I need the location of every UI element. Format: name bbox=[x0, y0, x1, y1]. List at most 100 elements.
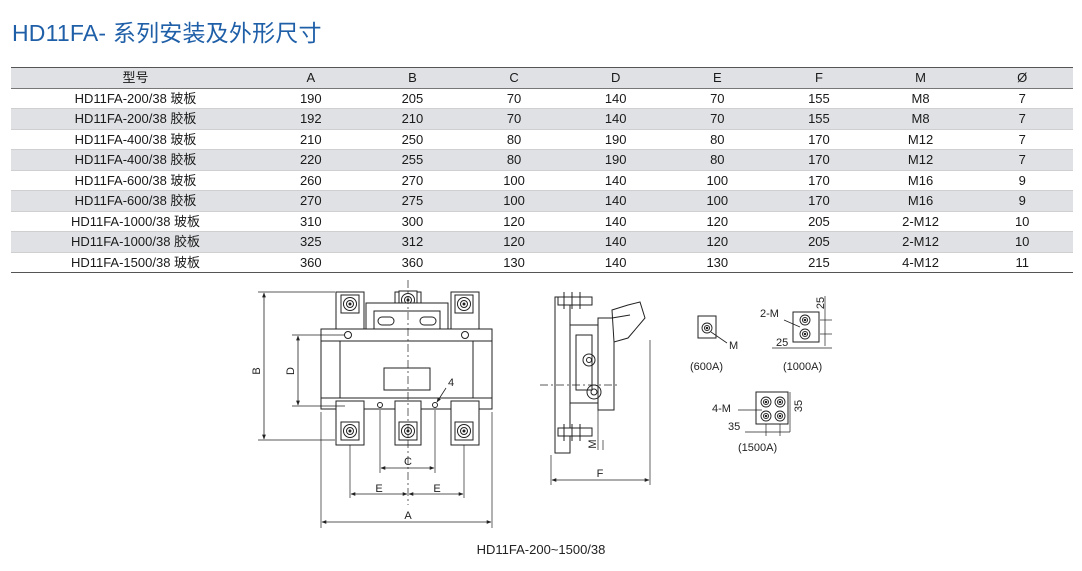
value-cell: 255 bbox=[401, 152, 424, 167]
value-cell: 170 bbox=[808, 131, 830, 147]
value-cell: 210 bbox=[401, 111, 424, 126]
value-cell: 155 bbox=[808, 111, 830, 126]
value-cell: 140 bbox=[604, 90, 627, 106]
value-cell: 170 bbox=[808, 172, 830, 188]
model-cell: HD11FA-1000/38 玻板 bbox=[70, 213, 201, 229]
column-header: B bbox=[408, 70, 417, 85]
front-view bbox=[258, 280, 493, 528]
value-cell: 80 bbox=[710, 152, 725, 167]
model-cell: HD11FA-200/38 玻板 bbox=[74, 90, 197, 106]
value-cell: 270 bbox=[299, 193, 322, 208]
page-title: HD11FA- 系列安装及外形尺寸 bbox=[12, 20, 322, 46]
value-cell: 10 bbox=[1014, 234, 1030, 249]
value-cell: 140 bbox=[604, 111, 627, 126]
value-cell: 312 bbox=[401, 234, 424, 249]
value-cell: 70 bbox=[710, 90, 725, 106]
column-header: E bbox=[712, 70, 722, 85]
value-cell: 80 bbox=[506, 152, 522, 167]
value-cell: 155 bbox=[808, 90, 830, 106]
value-cell: 7 bbox=[1018, 111, 1026, 126]
drawing-caption: HD11FA-200~1500/38 bbox=[477, 542, 606, 557]
dim-label-hole: 4 bbox=[448, 377, 454, 389]
value-cell: 7 bbox=[1018, 152, 1026, 167]
column-header: M bbox=[915, 70, 926, 85]
table-row: HD11FA-400/38 胶板 220 255 80 190 80 170 M12 7 bbox=[11, 149, 1073, 170]
dim-label-e-right: E bbox=[433, 483, 440, 495]
detail-600a bbox=[697, 315, 728, 344]
detail-1000a-label: 2-M bbox=[760, 308, 779, 320]
value-cell: 120 bbox=[503, 213, 525, 229]
value-cell: 215 bbox=[808, 254, 830, 270]
value-cell: 220 bbox=[299, 152, 322, 167]
value-cell: 80 bbox=[506, 131, 522, 147]
value-cell: 190 bbox=[604, 131, 627, 147]
model-cell: HD11FA-1000/38 胶板 bbox=[70, 234, 201, 249]
dim-label-a: A bbox=[404, 510, 412, 522]
value-cell: 210 bbox=[299, 131, 322, 147]
value-cell: 140 bbox=[604, 172, 627, 188]
detail-1000a-caption: (1000A) bbox=[783, 361, 822, 373]
detail-1000a bbox=[772, 296, 832, 349]
value-cell: M12 bbox=[907, 152, 934, 167]
detail-1500a-caption: (1500A) bbox=[738, 442, 777, 454]
value-cell: 7 bbox=[1018, 90, 1026, 106]
value-cell: 70 bbox=[506, 111, 522, 126]
dim-label-m: M bbox=[587, 439, 599, 448]
value-cell: 100 bbox=[503, 172, 525, 188]
value-cell: 360 bbox=[299, 254, 322, 270]
value-cell: 260 bbox=[299, 172, 322, 188]
value-cell: 275 bbox=[401, 193, 424, 208]
value-cell: 205 bbox=[401, 90, 424, 106]
value-cell: 250 bbox=[401, 131, 424, 147]
column-header: 型号 bbox=[122, 70, 149, 85]
value-cell: M12 bbox=[907, 131, 934, 147]
model-cell: HD11FA-200/38 胶板 bbox=[74, 111, 197, 126]
value-cell: 100 bbox=[706, 193, 729, 208]
model-cell: HD11FA-400/38 胶板 bbox=[74, 152, 197, 167]
dim-label-d: D bbox=[285, 367, 297, 375]
value-cell: 120 bbox=[706, 213, 729, 229]
dim-label-c: C bbox=[404, 456, 412, 468]
value-cell: M8 bbox=[911, 111, 930, 126]
value-cell: 205 bbox=[808, 213, 830, 229]
value-cell: 140 bbox=[604, 213, 627, 229]
value-cell: 80 bbox=[710, 131, 725, 147]
value-cell: 310 bbox=[299, 213, 322, 229]
value-cell: 170 bbox=[808, 152, 830, 167]
model-cell: HD11FA-600/38 玻板 bbox=[74, 172, 197, 188]
value-cell: M8 bbox=[911, 90, 930, 106]
value-cell: 360 bbox=[401, 254, 424, 270]
value-cell: 140 bbox=[604, 193, 627, 208]
value-cell: 140 bbox=[604, 254, 627, 270]
detail-1500a bbox=[738, 391, 791, 436]
column-header: A bbox=[306, 70, 316, 85]
value-cell: 120 bbox=[503, 234, 525, 249]
dim-label-e-left: E bbox=[375, 483, 382, 495]
value-cell: 100 bbox=[503, 193, 525, 208]
detail-600a-caption: (600A) bbox=[690, 361, 723, 373]
value-cell: M16 bbox=[907, 193, 934, 208]
value-cell: 120 bbox=[706, 234, 729, 249]
value-cell: 190 bbox=[604, 152, 627, 167]
value-cell: 130 bbox=[706, 254, 729, 270]
value-cell: 2-M12 bbox=[902, 213, 939, 229]
value-cell: 11 bbox=[1015, 254, 1029, 270]
value-cell: 325 bbox=[299, 234, 322, 249]
detail-1500a-label: 4-M bbox=[712, 403, 731, 415]
column-header: Ø bbox=[1017, 70, 1028, 85]
value-cell: 205 bbox=[808, 234, 830, 249]
value-cell: 7 bbox=[1018, 131, 1026, 147]
value-cell: 70 bbox=[710, 111, 725, 126]
dim-label-f: F bbox=[597, 468, 604, 480]
column-header: F bbox=[814, 70, 823, 85]
value-cell: 190 bbox=[299, 90, 322, 106]
side-view bbox=[540, 292, 651, 485]
